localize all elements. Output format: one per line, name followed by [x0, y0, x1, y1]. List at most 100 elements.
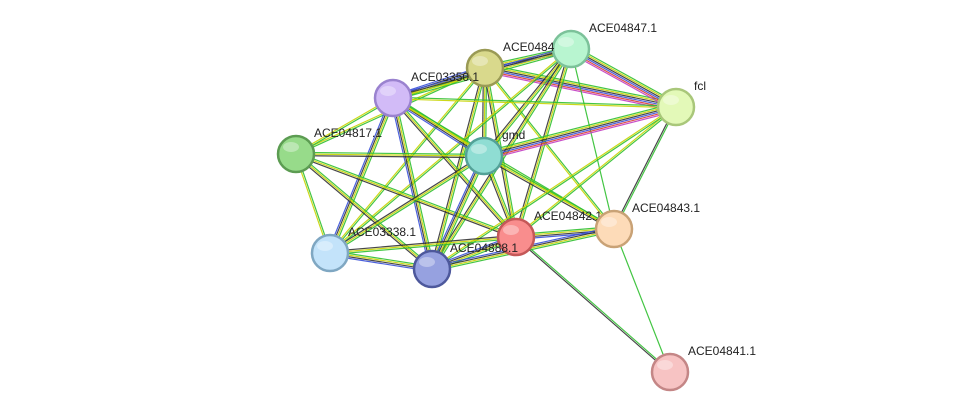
node-ace04847-1[interactable]: ACE04847.1	[551, 21, 657, 69]
edge-evidence-line	[295, 154, 516, 240]
edge-evidence-line	[483, 68, 614, 230]
edge-evidence-line	[296, 152, 434, 269]
edge-evidence-line	[516, 235, 671, 372]
node-label: ACE04843.1	[632, 201, 700, 215]
node-circle[interactable]	[310, 233, 350, 273]
node-circle[interactable]	[412, 249, 452, 289]
node-ace04842-1[interactable]: ACE04842.1	[496, 209, 602, 257]
edge-ace03350-1-fcl[interactable]	[392, 96, 677, 109]
node-label: ACE03350.1	[411, 70, 479, 84]
node-highlight	[380, 86, 396, 96]
edge-ace04846-1-ace04843-1[interactable]	[483, 67, 616, 230]
node-circle[interactable]	[465, 48, 505, 88]
edge-evidence-line	[295, 153, 517, 238]
edge-gmd-fcl[interactable]	[482, 102, 678, 161]
edge-evidence-line	[393, 96, 677, 107]
edge-gmd-ace03338-1[interactable]	[328, 154, 486, 255]
edge-evidence-line	[613, 228, 671, 373]
edge-ace03350-1-ace03338-1[interactable]	[327, 96, 396, 255]
node-ace04841-1[interactable]: ACE04841.1	[650, 344, 756, 392]
node-highlight	[472, 56, 488, 66]
edge-evidence-line	[392, 98, 676, 109]
edge-ace04817-1-ace04888-1[interactable]	[294, 152, 434, 271]
edge-evidence-line	[612, 106, 676, 229]
node-highlight	[283, 142, 299, 152]
edge-evidence-line	[572, 44, 679, 105]
edge-ace04847-1-ace04843-1[interactable]	[570, 48, 615, 230]
node-circle[interactable]	[276, 134, 316, 174]
edge-fcl-ace04842-1[interactable]	[515, 105, 677, 239]
edge-evidence-line	[391, 98, 516, 239]
node-highlight	[419, 257, 435, 267]
node-ace04843-1[interactable]: ACE04843.1	[594, 201, 700, 249]
edge-evidence-line	[515, 237, 670, 374]
edge-evidence-line	[485, 66, 677, 107]
node-highlight	[601, 217, 617, 227]
edge-evidence-line	[482, 102, 676, 153]
edge-evidence-line	[327, 96, 392, 253]
edge-evidence-line	[295, 153, 485, 157]
edge-evidence-line	[484, 108, 677, 159]
edge-evidence-line	[391, 98, 432, 270]
edge-evidence-line	[433, 156, 487, 271]
edge-evidence-line	[295, 154, 484, 159]
node-label: ACE04888.1	[450, 241, 518, 255]
edge-evidence-line	[515, 105, 676, 237]
node-circle[interactable]	[650, 352, 690, 392]
edge-ace04843-1-ace04841-1[interactable]	[613, 228, 671, 373]
edge-ace03350-1-ace04888-1[interactable]	[390, 97, 435, 270]
node-fcl[interactable]: fcl	[656, 79, 706, 127]
edge-ace04846-1-fcl[interactable]	[484, 63, 677, 112]
node-ace03350-1[interactable]: ACE03350.1	[373, 70, 479, 118]
node-ace04817-1[interactable]: ACE04817.1	[276, 126, 382, 174]
edge-evidence-line	[484, 69, 676, 110]
edge-evidence-line	[329, 234, 516, 253]
edge-evidence-line	[484, 110, 678, 161]
edge-ace04847-1-fcl[interactable]	[568, 44, 679, 112]
edge-evidence-line	[328, 154, 484, 253]
edge-ace03350-1-ace04842-1[interactable]	[391, 96, 518, 239]
node-circle[interactable]	[594, 209, 634, 249]
node-circle[interactable]	[496, 217, 536, 257]
edge-fcl-ace04843-1[interactable]	[612, 106, 678, 230]
node-ace04846-1[interactable]: ACE0484	[465, 40, 555, 88]
node-circle[interactable]	[464, 136, 504, 176]
edge-evidence-line	[430, 155, 484, 269]
edge-evidence-line	[294, 154, 432, 271]
edge-evidence-line	[569, 50, 676, 110]
edge-ace04842-1-ace04841-1[interactable]	[515, 235, 671, 374]
node-circle[interactable]	[373, 78, 413, 118]
node-circle[interactable]	[551, 29, 591, 69]
edge-gmd-ace04888-1[interactable]	[429, 154, 487, 271]
edge-ace04842-1-ace03338-1[interactable]	[329, 234, 517, 256]
edge-evidence-line	[485, 65, 677, 106]
node-highlight	[317, 241, 333, 251]
edge-ace04817-1-ace04842-1[interactable]	[295, 151, 517, 240]
node-highlight	[503, 225, 519, 235]
edge-evidence-line	[330, 98, 395, 254]
edge-evidence-line	[432, 156, 486, 270]
edge-evidence-line	[482, 156, 614, 231]
edge-evidence-line	[483, 104, 676, 155]
node-label: ACE03338.1	[348, 225, 416, 239]
edge-evidence-line	[328, 97, 393, 253]
node-circle[interactable]	[656, 87, 696, 127]
edge-evidence-line	[329, 236, 517, 254]
edge-evidence-line	[568, 51, 675, 112]
node-ace04888-1[interactable]: ACE04888.1	[412, 241, 518, 289]
edge-evidence-line	[394, 97, 435, 269]
node-label: ACE04847.1	[589, 21, 657, 35]
edge-evidence-line	[484, 107, 677, 158]
edges-layer	[294, 44, 679, 374]
node-gmd[interactable]: gmd	[464, 128, 525, 176]
edge-ace04817-1-gmd[interactable]	[295, 151, 485, 159]
edge-evidence-line	[570, 48, 615, 230]
edge-evidence-line	[330, 237, 517, 256]
edge-evidence-line	[483, 105, 676, 156]
node-ace03338-1[interactable]: ACE03338.1	[310, 225, 416, 273]
edge-evidence-line	[484, 71, 676, 112]
node-label: ACE04817.1	[314, 126, 382, 140]
edge-evidence-line	[330, 156, 486, 255]
edge-evidence-line	[393, 96, 518, 237]
